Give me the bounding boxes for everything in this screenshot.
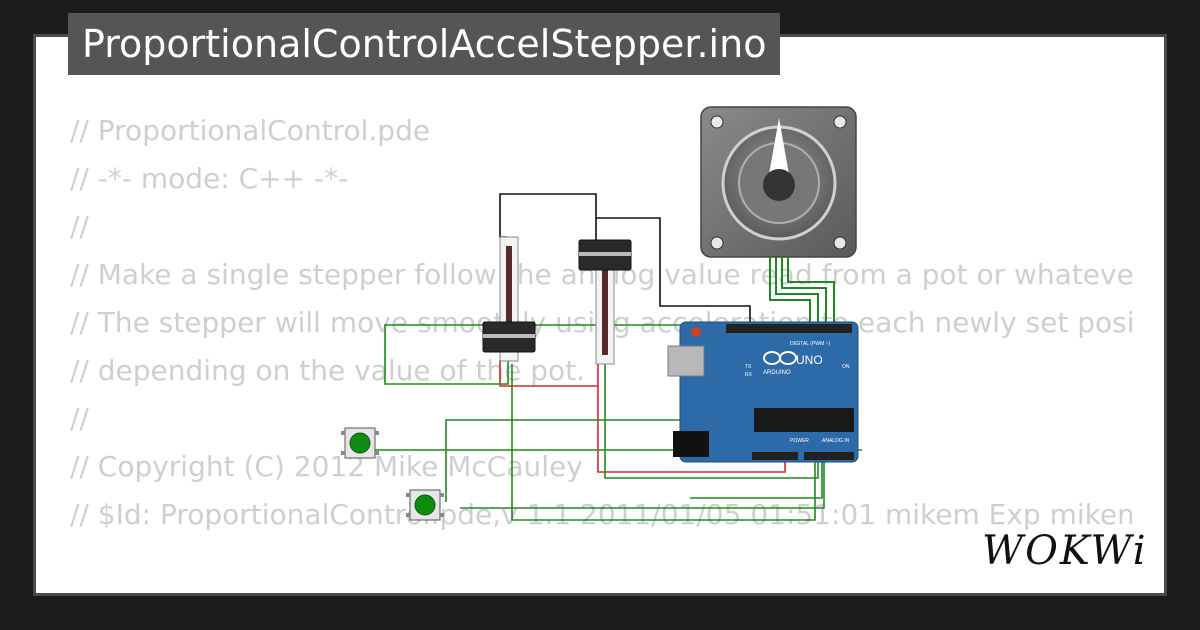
- project-title: ProportionalControlAccelStepper.ino: [68, 13, 781, 75]
- code-line: // depending on the value of the pot.: [70, 354, 586, 387]
- logo-text: WOKWi: [982, 528, 1148, 574]
- board-brand-label: ARDUINO: [763, 370, 791, 376]
- code-line: //: [70, 402, 89, 435]
- analog-label: ANALOG IN: [822, 438, 850, 444]
- power-label: POWER: [790, 438, 809, 444]
- push-button-1[interactable]: [341, 427, 379, 459]
- slide-potentiometer-2[interactable]: [578, 239, 632, 365]
- reset-button[interactable]: [691, 327, 701, 337]
- digital-label: DIGITAL (PWM ~): [790, 341, 830, 347]
- board-model-label: UNO: [796, 353, 823, 367]
- push-button-2[interactable]: [406, 489, 444, 521]
- slide-potentiometer-1[interactable]: [482, 236, 536, 362]
- stepper-motor[interactable]: [700, 106, 857, 258]
- power-header: [752, 452, 798, 460]
- digital-header: [726, 324, 852, 333]
- motor-wires: [769, 257, 835, 322]
- arduino-uno-board[interactable]: UNO ARDUINO DIGITAL (PWM ~) POWER ANALOG…: [667, 321, 859, 463]
- power-wires: [499, 360, 786, 473]
- code-line: // Copyright (C) 2012 Mike McCauley: [70, 450, 583, 483]
- on-label: ON: [842, 364, 850, 370]
- analog-header: [804, 452, 854, 460]
- motor-needle-icon: [768, 118, 790, 180]
- code-line: // -*- mode: C++ -*-: [70, 162, 349, 195]
- preview-card: // ProportionalControl.pde // -*- mode: C…: [33, 34, 1167, 596]
- rx-label: RX: [745, 372, 753, 378]
- arduino-logo-icon: [763, 351, 797, 365]
- code-line: //: [70, 210, 89, 243]
- tx-label: TX: [745, 364, 752, 370]
- code-line: // ProportionalControl.pde: [70, 114, 431, 147]
- usb-port: [667, 345, 705, 377]
- code-line: // $Id: ProportionalControl.pde,v 1.1 20…: [70, 498, 1132, 531]
- power-jack: [673, 431, 709, 457]
- code-listing: // ProportionalControl.pde // -*- mode: C…: [70, 107, 1132, 593]
- wokwi-logo: WOKWi: [982, 528, 1148, 574]
- atmega-chip: [754, 408, 854, 432]
